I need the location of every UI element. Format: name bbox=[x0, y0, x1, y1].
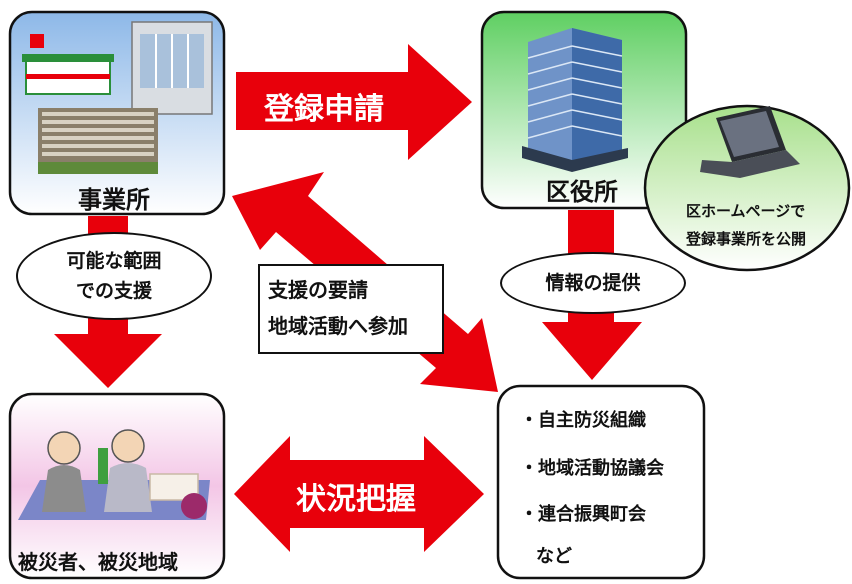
request-box: 支援の要請 地域活動へ参加 bbox=[258, 264, 444, 354]
ward-building-icon bbox=[522, 28, 628, 172]
homepage-circle bbox=[643, 104, 851, 272]
registration-arrow-label: 登録申請 bbox=[264, 92, 384, 127]
support-possible-bubble: 可能な範囲 での支援 bbox=[16, 232, 212, 320]
ward-label: 区役所 bbox=[546, 178, 618, 206]
request-line1: 支援の要請 bbox=[268, 278, 368, 302]
support-line2: での支援 bbox=[75, 280, 152, 302]
org-item-2: ・地域活動協議会 bbox=[520, 458, 664, 479]
situation-arrow-label: 状況把握 bbox=[296, 482, 416, 517]
homepage-line2: 登録事業所を公開 bbox=[686, 230, 807, 248]
org-item-1: ・自主防災組織 bbox=[520, 410, 646, 431]
org-item-3: ・連合振興町会 bbox=[520, 504, 646, 525]
situation-arrow bbox=[234, 436, 484, 552]
homepage-line1: 区ホームページで bbox=[686, 202, 806, 220]
laptop-icon bbox=[700, 106, 800, 178]
office-building-icon bbox=[22, 21, 213, 174]
registration-arrow bbox=[236, 44, 472, 160]
request-line2: 地域活動へ参加 bbox=[268, 314, 408, 338]
victims-label: 被災者、被災地域 bbox=[18, 550, 178, 574]
info-bubble: 情報の提供 bbox=[500, 252, 686, 314]
orgs-box bbox=[496, 384, 706, 580]
victims-illustration-icon bbox=[18, 429, 210, 520]
org-item-4: など bbox=[536, 546, 572, 567]
info-text: 情報の提供 bbox=[545, 272, 641, 294]
support-line1: 可能な範囲 bbox=[66, 250, 162, 272]
office-label: 事業所 bbox=[78, 186, 150, 214]
